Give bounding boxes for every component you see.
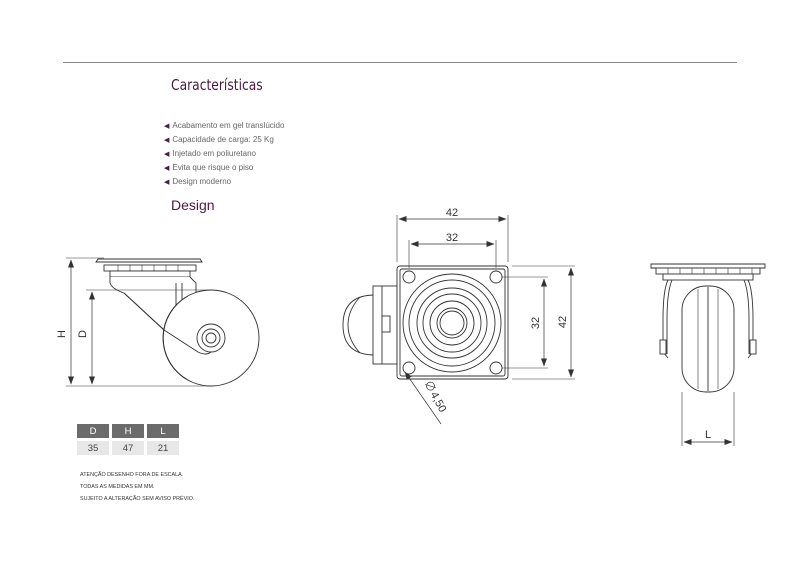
feature-item: ◀Acabamento em gel translúcido	[164, 121, 285, 130]
dim-label-d: D	[77, 330, 89, 338]
dim-label-outer-height: 42	[557, 316, 569, 328]
section-title-design: Design	[171, 197, 215, 213]
front-view	[650, 263, 766, 446]
feature-item: ◀Capacidade de carga: 25 Kg	[164, 135, 274, 144]
dim-value-l: 21	[147, 441, 179, 455]
dim-value-h: 47	[112, 441, 144, 455]
dim-label-h: H	[56, 330, 68, 338]
note-line: SUJEITO A ALTERAÇÃO SEM AVISO PRÉVIO.	[80, 496, 195, 502]
dim-header-h: H	[112, 424, 144, 438]
triangle-left-icon: ◀	[164, 137, 170, 144]
dim-label-l: L	[705, 429, 711, 441]
dim-label-outer-width: 42	[446, 207, 458, 219]
note-line: TODAS AS MEDIDAS EM MM.	[80, 484, 155, 490]
top-divider	[63, 62, 737, 63]
triangle-left-icon: ◀	[164, 123, 170, 130]
triangle-left-icon: ◀	[164, 165, 170, 172]
feature-item: ◀Evita que risque o piso	[164, 163, 254, 172]
disclaimer-notes: ATENÇÃO DESENHO FORA DE ESCALA. TODAS AS…	[80, 469, 194, 505]
triangle-left-icon: ◀	[164, 179, 170, 186]
feature-item: ◀Injetado em poliuretano	[164, 149, 257, 158]
dim-header-l: L	[147, 424, 179, 438]
dim-label-hole-diameter: 4,50	[428, 390, 449, 415]
triangle-left-icon: ◀	[164, 151, 170, 158]
dim-value-d: 35	[77, 441, 109, 455]
feature-item: ◀Design moderno	[164, 177, 232, 186]
note-line: ATENÇÃO DESENHO FORA DE ESCALA.	[80, 472, 184, 478]
dim-header-d: D	[77, 424, 109, 438]
dimensions-value-row: 35 47 21	[77, 441, 179, 455]
diameter-icon	[426, 381, 435, 391]
top-view	[342, 215, 575, 425]
dimensions-table: D H L 35 47 21	[74, 421, 182, 458]
dim-label-hole-spacing-y: 32	[530, 317, 542, 329]
dim-label-hole-spacing-x: 32	[446, 232, 458, 244]
hole-diameter-annotation: 4,50	[425, 381, 449, 415]
section-title-caracteristicas: Características	[171, 76, 263, 94]
dimensions-header-row: D H L	[77, 424, 179, 438]
feature-list: ◀Acabamento em gel translúcido ◀Capacida…	[164, 119, 284, 189]
side-view	[66, 257, 260, 387]
